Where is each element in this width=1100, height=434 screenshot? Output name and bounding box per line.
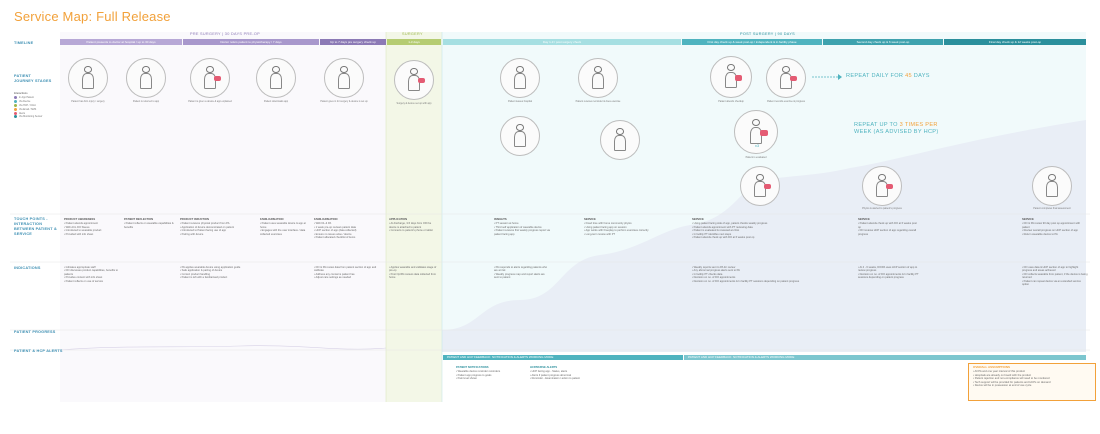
stage-caption: Patient records exercise & progress xyxy=(767,100,805,103)
row-label-stages: PATIENT JOURNEY STAGES xyxy=(14,74,52,83)
phase-pre-surgery: PRE SURGERY | 30 DAYS PRE-OP xyxy=(190,32,260,36)
row-label-progress: PATIENT PROGRESS xyxy=(14,330,56,334)
row-label-alerts: PATIENT & HCP ALERTS xyxy=(14,349,63,353)
touchpoint-column: SERVICE Using patient facing side of app… xyxy=(692,218,802,260)
page-title: Service Map: Full Release xyxy=(14,9,171,24)
phase-surgery: SURGERY xyxy=(402,32,423,36)
stage-illustration xyxy=(740,166,780,206)
stage-caption: Patient is referred to app xyxy=(132,100,160,103)
legend-item: Via Email / SMS xyxy=(14,107,42,112)
legend-item: Via Device xyxy=(14,99,42,104)
legend-item: In App Patient xyxy=(14,95,42,100)
touchpoint-column: APPLICATION At discharge, 3-5 days from … xyxy=(389,218,439,260)
stage-illustration xyxy=(324,58,364,98)
indication-column: DO & PA review data from patient section… xyxy=(314,266,380,312)
feedback-banner-left: PATIENT AND HCP FEEDBACK: NOTIFICATION &… xyxy=(443,355,683,360)
phase-post-surgery: POST SURGERY | 90 DAYS xyxy=(740,32,795,36)
stage-caption: Patient has ACL injury / surgery xyxy=(71,100,105,103)
stage-illustration xyxy=(394,60,434,100)
indication-column: PA applies wearable device using applica… xyxy=(180,266,246,312)
stage-illustration xyxy=(256,58,296,98)
repeat-weekly-label: REPEAT UP TO 3 TIMES PER WEEK (AS ADVISE… xyxy=(854,122,939,135)
stage-caption: Physio is alerted to patient's progress xyxy=(862,207,902,210)
stage-caption: Patient downloads app xyxy=(263,100,289,103)
stage-caption: Patient goes in for surgery & device is … xyxy=(320,100,368,103)
legend-dot-icon xyxy=(14,99,17,103)
timeline-bar: Doctor refers patient to physiotherapy /… xyxy=(183,39,319,45)
stage-illustration xyxy=(578,58,618,98)
timeline-bar: 1-3 days xyxy=(387,39,441,45)
legend-item: Alerts xyxy=(14,111,42,116)
touchpoint-column: PRODUCT AWARENESS Patient attends appoin… xyxy=(64,218,116,260)
timeline-bar: Final day check up & 12 weeks post-op xyxy=(944,39,1086,45)
interaction-legend: Interactions In App Patient Via Device V… xyxy=(14,92,42,119)
row-label-touchpoints: TOUCH POINTS - INTERACTION BETWEEN PATIE… xyxy=(14,217,57,236)
stage-illustration xyxy=(766,58,806,98)
feedback-banner-right: PATIENT AND HCP FEEDBACK: NOTIFICATION &… xyxy=(684,355,1086,360)
touchpoint-column: SERVICE Patient attends check up with DO… xyxy=(858,218,920,260)
overall-assumptions-box: OVERALL ASSUMPTIONS All PA and one year … xyxy=(968,363,1096,401)
legend-dot-icon xyxy=(14,103,17,107)
row-label-indications: INDICATIONS xyxy=(14,266,41,270)
indication-column: At 4 - 6 weeks, DO/PA uses HCP section o… xyxy=(858,266,920,312)
stage-caption: Patient attends checkup xyxy=(718,100,744,103)
legend-item: Via Monitoring Sensor xyxy=(14,115,42,119)
touchpoint-column: INSIGHTS PT session at homeThird self ap… xyxy=(494,218,550,260)
legend-dot-icon xyxy=(14,95,17,99)
touchpoint-column: SERVICE DO & PA review 90 day post op ap… xyxy=(1022,218,1088,260)
indication-column: Applies wearable and validates stage of … xyxy=(389,266,439,312)
stage-illustration xyxy=(862,166,902,206)
timeline-bar: Patient presents to doctor at hospital /… xyxy=(60,39,182,45)
indication-column: Indicates appropriate staffDO discusses … xyxy=(64,266,118,312)
stage-illustration xyxy=(68,58,108,98)
touchpoint-column: FAMILIARISATION Patient uses wearable de… xyxy=(260,218,310,260)
stage-illustration xyxy=(1032,166,1072,206)
repeat-daily-arrow xyxy=(812,74,842,80)
stage-caption: Patient leaves hospital xyxy=(508,100,532,103)
timeline-bar: First day check up & week post-op / inde… xyxy=(682,39,822,45)
timeline-bar: Second day check up & 6 week post-op xyxy=(823,39,943,45)
touchpoint-column: PRODUCT INDUCTION Patient receives physi… xyxy=(180,218,236,260)
stage-illustration xyxy=(734,110,778,154)
touchpoint-column: SERVICE Fixed time with home community p… xyxy=(584,218,670,260)
legend-item: Via HCP / Clinic xyxy=(14,103,42,108)
stage-illustration xyxy=(126,58,166,98)
repeat-marker: x3 xyxy=(754,143,760,148)
touchpoint-column: PATIENT REFLECTION Patient reflects on w… xyxy=(124,218,174,260)
stage-caption: Patient is given a device & app explaine… xyxy=(188,100,232,103)
stage-illustration xyxy=(710,56,752,98)
legend-dot-icon xyxy=(14,111,17,115)
legend-title: Interactions xyxy=(14,92,28,95)
touchpoint-column: FAMILIARISATION With DL & PA1 week pre-o… xyxy=(314,218,380,260)
indication-column: Weekly reports sent to PA for reviewAny … xyxy=(692,266,802,312)
stage-illustration xyxy=(190,58,230,98)
stage-caption: Patient completes final assessment xyxy=(1033,207,1071,210)
pre-progress-wave xyxy=(59,345,387,351)
indication-column: DO uses data & HCP section of app to hig… xyxy=(1022,266,1088,312)
stage-illustration xyxy=(500,58,540,98)
stage-caption: Patient receives reminder & does exercis… xyxy=(575,100,621,103)
stage-illustration xyxy=(500,116,540,156)
legend-dot-icon xyxy=(14,115,17,119)
stage-caption: Surgery & device set up with app xyxy=(396,102,432,105)
timeline-bar: Day 1-3 / post surgery check xyxy=(443,39,681,45)
legend-dot-icon xyxy=(14,107,17,111)
timeline-bar: Up to 7 days pre surgery check up xyxy=(320,39,386,45)
stage-caption: Patient is evaluated xyxy=(745,156,767,159)
hcp-alerts: HCP/NURSE ALERTS HCP facing app - Status… xyxy=(530,366,600,396)
repeat-daily-label: REPEAT DAILY FOR 45 DAYS xyxy=(846,73,930,79)
indication-column: PA responds to alerts regarding patients… xyxy=(494,266,550,312)
stage-illustration xyxy=(600,120,640,160)
row-label-timeline: TIMELINE xyxy=(14,41,34,45)
patient-notifications: PATIENT NOTIFICATIONS Wearable device re… xyxy=(456,366,522,396)
